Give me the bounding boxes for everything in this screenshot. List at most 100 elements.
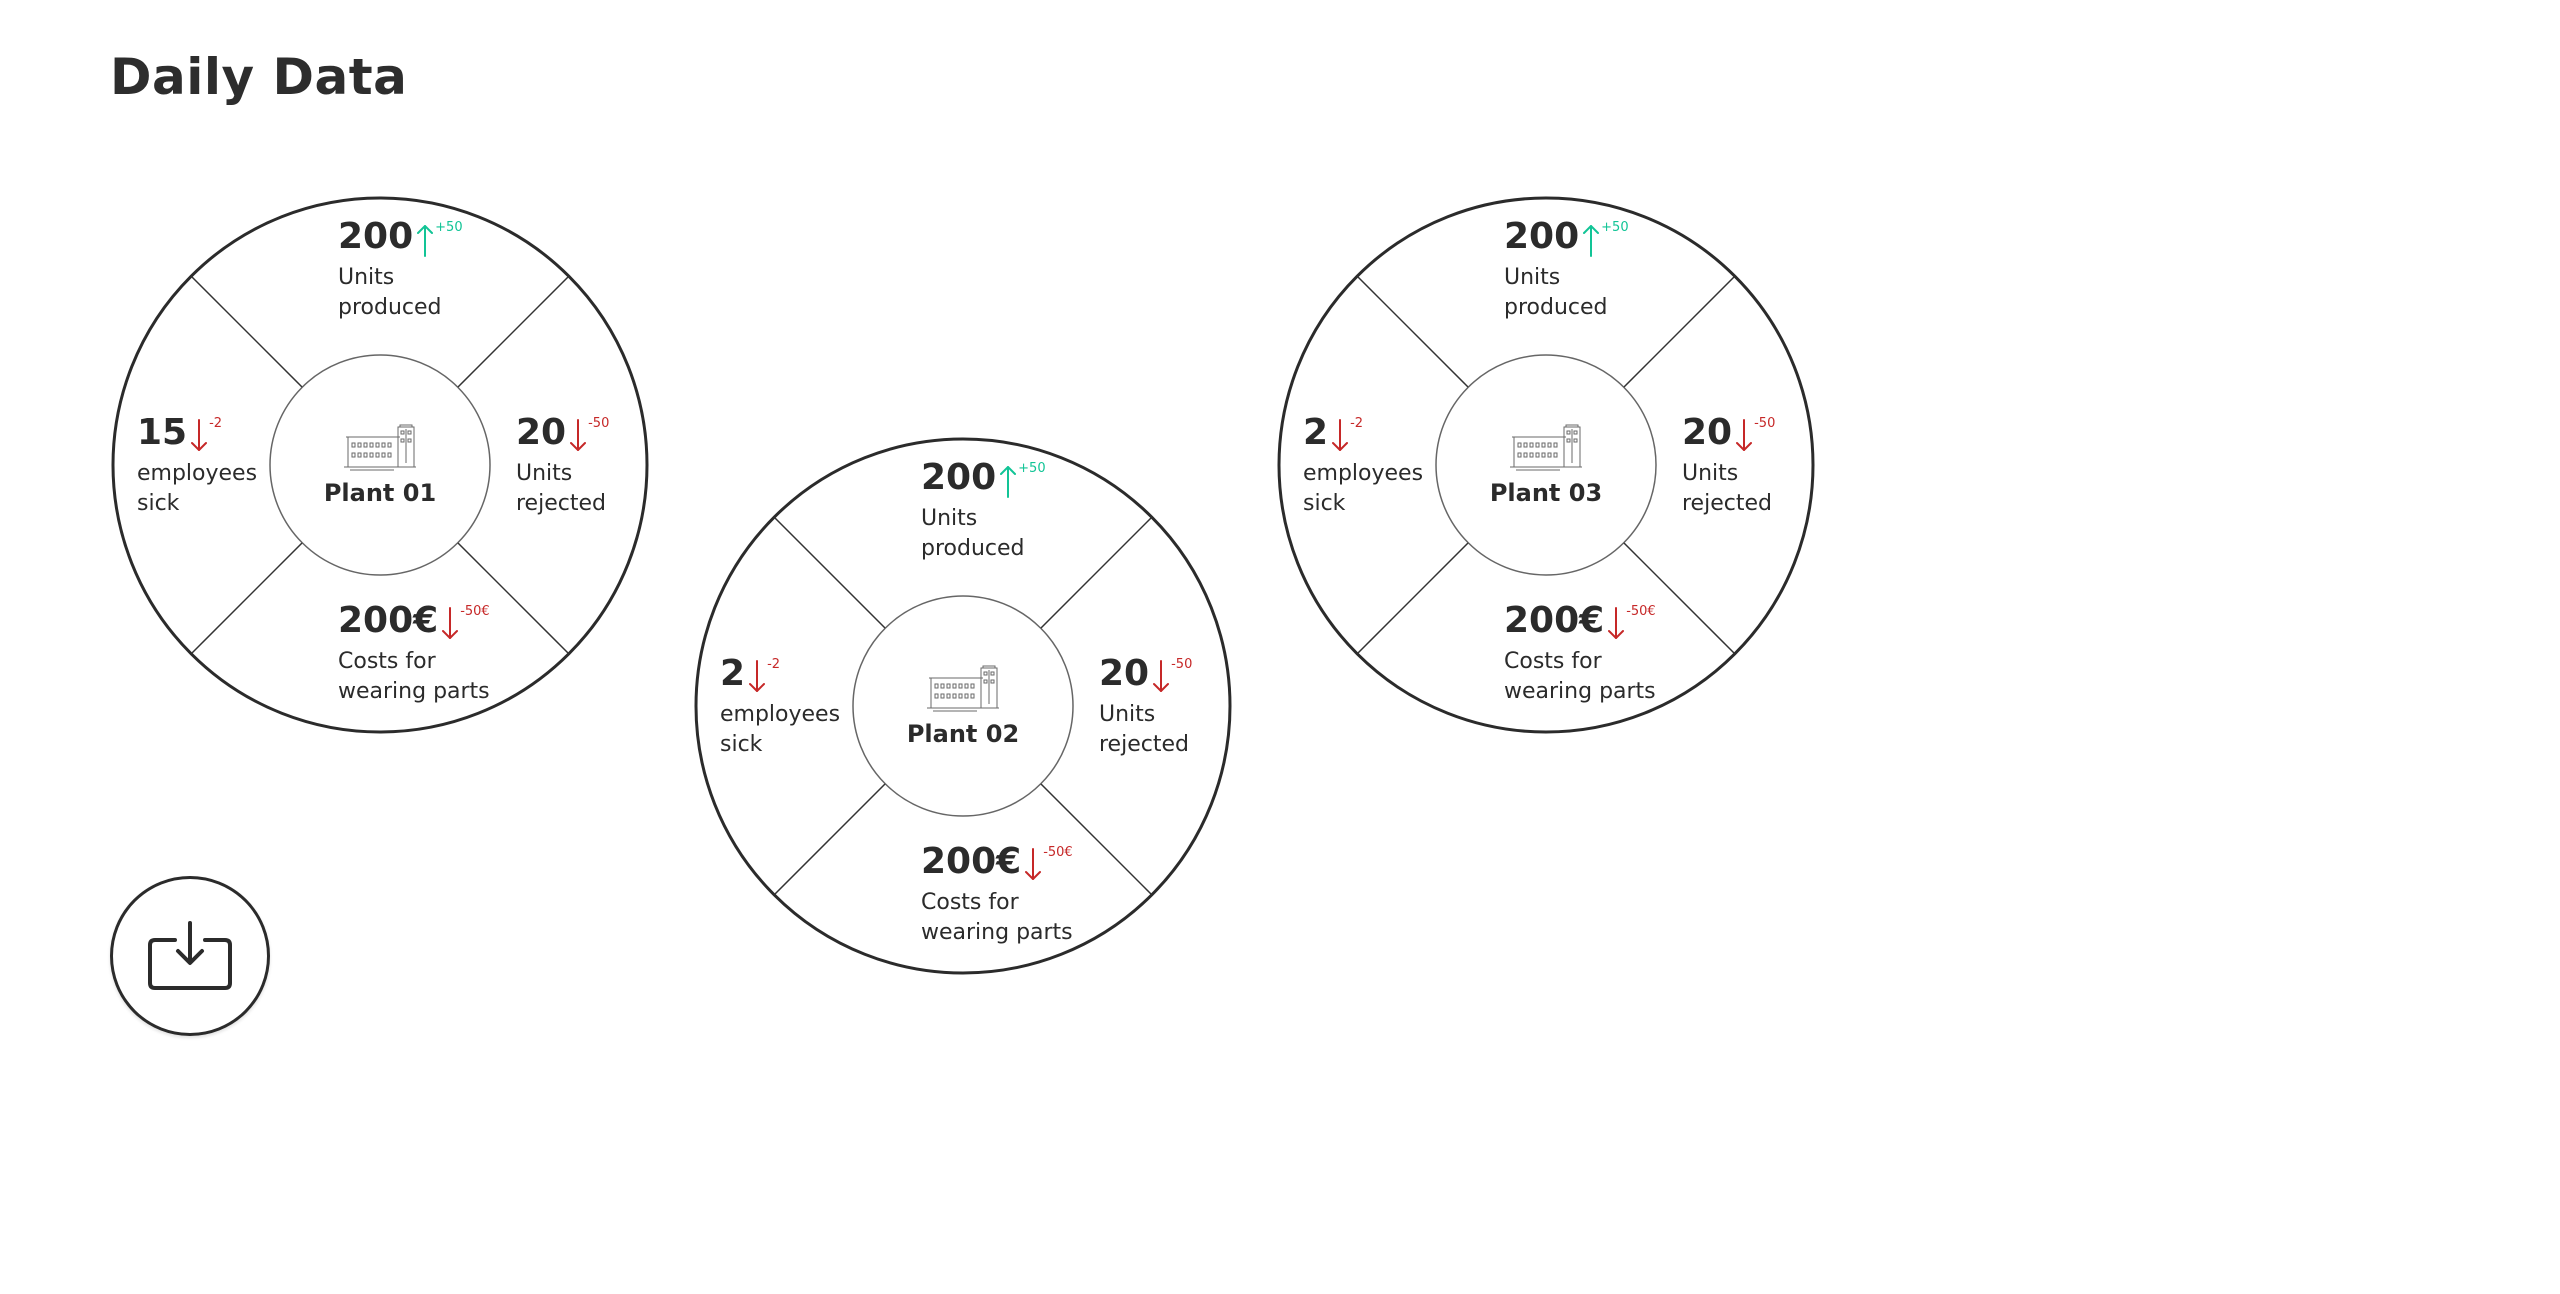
metric-label: employees sick	[1303, 459, 1423, 519]
metric-delta: +50	[435, 220, 463, 235]
metric-label: Costs for wearing parts	[921, 888, 1073, 948]
metric-delta: +50	[1018, 461, 1046, 476]
metric-label-line-1: Costs for	[338, 649, 436, 674]
plant-ring	[1277, 196, 1815, 734]
metric-value-row: 20 -50	[1099, 656, 1192, 694]
metric-label: Units produced	[1504, 263, 1629, 323]
arrow-down-icon	[1736, 419, 1753, 451]
metric-value: 20	[1099, 653, 1150, 694]
metric-delta: -50€	[460, 604, 490, 619]
page-title: Daily Data	[110, 48, 408, 106]
arrow-down-icon	[442, 607, 459, 639]
metric-label-line-2: rejected	[1099, 732, 1189, 757]
metric-value: 200	[338, 216, 414, 257]
metric-label-line-1: Units	[921, 506, 978, 531]
metric-delta: +50	[1601, 220, 1629, 235]
metric-delta: -50	[588, 416, 610, 431]
plant-name: Plant 01	[323, 479, 437, 507]
metric-label-line-2: wearing parts	[921, 920, 1073, 945]
metric-value-row: 200€ -50€	[921, 844, 1073, 882]
metric-label-line-1: Units	[1504, 265, 1561, 290]
metric-delta: -50	[1754, 416, 1776, 431]
metric-label-line-1: employees	[720, 702, 841, 727]
metric-label-line-1: employees	[1303, 461, 1424, 486]
arrow-up-icon	[417, 225, 434, 257]
metric-label-line-2: rejected	[1682, 491, 1772, 516]
arrow-down-icon	[191, 419, 208, 451]
metric-label-line-1: Units	[1099, 702, 1156, 727]
metric-label-line-2: sick	[1303, 491, 1346, 516]
metric-delta: -50€	[1626, 604, 1656, 619]
metric-value: 200	[1504, 216, 1580, 257]
metric-value-row: 2-2	[720, 656, 840, 694]
metric-value: 20	[516, 412, 567, 453]
metric-value-row: 20 -50	[516, 415, 609, 453]
arrow-down-icon	[749, 660, 766, 692]
metric-value-row: 20 -50	[1682, 415, 1775, 453]
factory-icon	[344, 424, 416, 471]
plant-name: Plant 03	[1489, 479, 1603, 507]
factory-icon	[927, 665, 999, 712]
metric-label-line-2: wearing parts	[1504, 679, 1656, 704]
metric-label-line-1: Units	[516, 461, 573, 486]
arrow-down-icon	[1025, 848, 1042, 880]
metric-value: 200	[921, 457, 997, 498]
arrow-down-icon	[570, 419, 587, 451]
arrow-down-icon	[1153, 660, 1170, 692]
metric-delta: -2	[209, 416, 223, 431]
metric-label-line-2: sick	[720, 732, 763, 757]
plant-center: Plant 01	[268, 353, 492, 577]
plant-center: Plant 02	[851, 594, 1075, 818]
arrow-up-icon	[1583, 225, 1600, 257]
metric-label: Costs for wearing parts	[1504, 647, 1656, 707]
metric-value: 15	[137, 412, 188, 453]
metric-delta: -2	[1350, 416, 1364, 431]
metric-label-line-1: Units	[338, 265, 395, 290]
plant-ring	[111, 196, 649, 734]
metric-value-row: 200€ -50€	[1504, 603, 1656, 641]
metric-employees-sick: 15 -2 employees sick	[137, 415, 257, 519]
metric-value-row: 200 +50	[338, 219, 463, 257]
metric-wearing-parts-costs: 200€ -50€ Costs for wearing parts	[921, 844, 1073, 948]
metric-label: Units produced	[921, 504, 1046, 564]
metric-delta: -50	[1171, 657, 1193, 672]
plant-name: Plant 02	[906, 720, 1020, 748]
metric-label-line-1: Costs for	[921, 890, 1019, 915]
metric-label-line-2: produced	[338, 295, 442, 320]
metric-value: 2	[720, 653, 746, 694]
metric-label-line-2: produced	[1504, 295, 1608, 320]
factory-icon	[1510, 424, 1582, 471]
metric-value-row: 200 +50	[1504, 219, 1629, 257]
arrow-down-icon	[1332, 419, 1349, 451]
plant-center: Plant 03	[1434, 353, 1658, 577]
metric-label-line-2: wearing parts	[338, 679, 490, 704]
metric-value: 20	[1682, 412, 1733, 453]
metric-employees-sick: 2-2 employees sick	[720, 656, 840, 760]
metric-label-line-1: Units	[1682, 461, 1739, 486]
arrow-up-icon	[1000, 466, 1017, 498]
metric-label-line-1: Costs for	[1504, 649, 1602, 674]
download-button[interactable]	[110, 876, 270, 1036]
metric-value: 200€	[1504, 600, 1605, 641]
metric-delta: -50€	[1043, 845, 1073, 860]
metric-value: 200€	[921, 841, 1022, 882]
metric-value-row: 15 -2	[137, 415, 257, 453]
metric-label: employees sick	[720, 700, 840, 760]
metric-value: 2	[1303, 412, 1329, 453]
arrow-down-icon	[1608, 607, 1625, 639]
metric-value-row: 2 -2	[1303, 415, 1423, 453]
metric-label-line-2: sick	[137, 491, 180, 516]
metric-label-line-2: produced	[921, 536, 1025, 561]
metric-label-line-2: rejected	[516, 491, 606, 516]
metric-label: Units rejected	[1099, 700, 1192, 760]
metric-label-line-1: employees	[137, 461, 258, 486]
